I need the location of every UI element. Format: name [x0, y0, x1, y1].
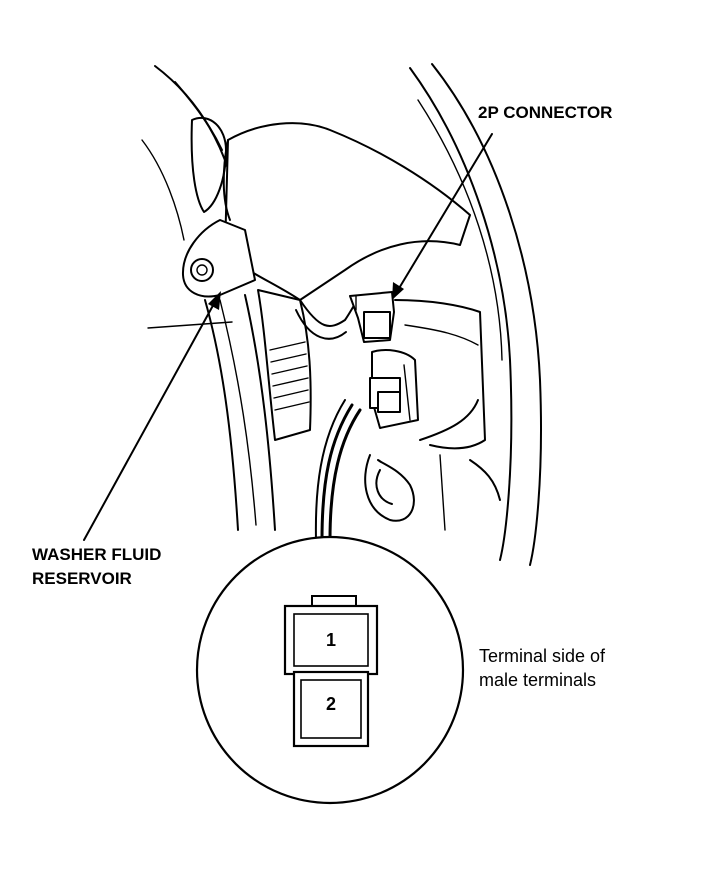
label-washer-fluid: WASHER FLUID [32, 545, 161, 564]
vehicle-body-structure [141, 63, 542, 566]
label-male-terminals: male terminals [479, 670, 596, 690]
label-terminal-side: Terminal side of [479, 646, 606, 666]
mounting-bolt [190, 258, 214, 282]
terminal-detail-view: 1 2 [195, 535, 465, 805]
washer-pump-motor [257, 289, 312, 441]
label-2p-connector: 2P CONNECTOR [478, 103, 612, 122]
connector-leader-arrow [392, 133, 493, 300]
label-reservoir: RESERVOIR [32, 569, 132, 588]
reservoir-leader-arrow [83, 291, 221, 541]
two-pin-connector-illustration [349, 291, 419, 429]
connector-face: 1 2 [283, 595, 379, 748]
terminal-number-2: 2 [326, 694, 336, 714]
terminal-number-1: 1 [326, 630, 336, 650]
